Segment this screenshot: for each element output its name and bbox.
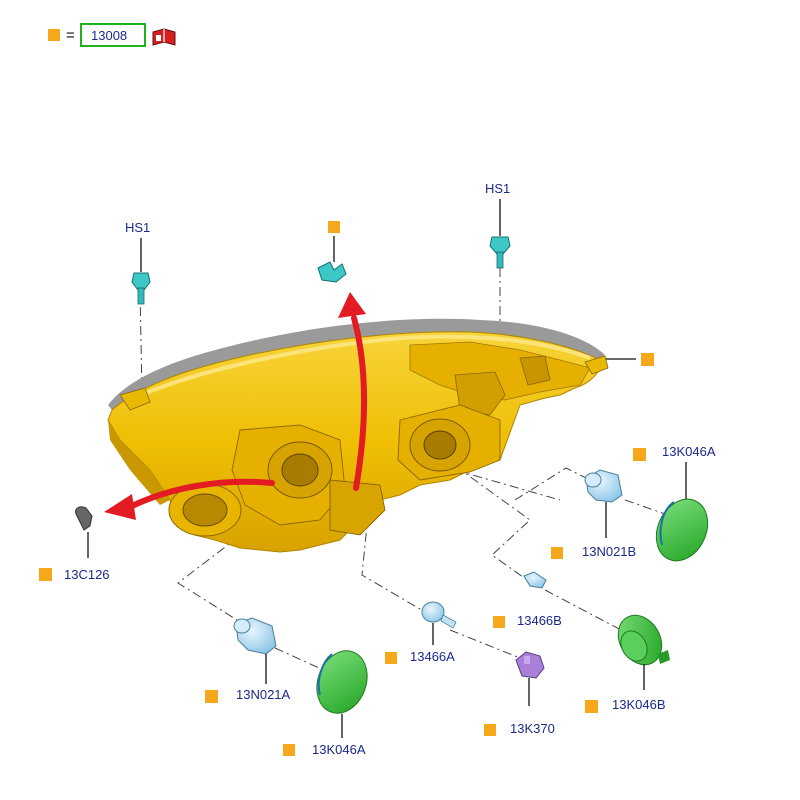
dust-cover-13k046a-bottom-label: 13K046A [312, 742, 366, 757]
hs1-screw-right[interactable]: HS1 [485, 181, 511, 269]
dust-cover-13k046b-label: 13K046B [612, 697, 666, 712]
part-number-text: 13008 [91, 28, 127, 43]
marker-icon [385, 652, 397, 664]
arrow-left-icon [129, 478, 275, 509]
marker-icon [493, 616, 505, 628]
marker-icon [641, 353, 654, 366]
bulb-13466b-label: 13466B [517, 613, 562, 628]
bulb-13k370-label: 13K370 [510, 721, 555, 736]
legend-equals: = [66, 27, 75, 44]
dust-cover-13k046a-top[interactable]: 13K046A [633, 444, 717, 569]
marker-icon [551, 547, 563, 559]
bulb-13466b[interactable]: 13466B [493, 571, 562, 628]
arrow-up-icon [351, 315, 367, 491]
marker-icon [328, 221, 340, 233]
bulb-holder-13n021a-label: 13N021A [236, 687, 291, 702]
bulb-13466a-label: 13466A [410, 649, 455, 664]
hs1-left-label: HS1 [125, 220, 150, 235]
marker-icon [633, 448, 646, 461]
marker-icon [585, 700, 598, 713]
repair-manual-icon[interactable] [152, 28, 176, 46]
bulb-13466a[interactable]: 13466A [385, 601, 457, 664]
marker-icon [205, 690, 218, 703]
bulb-holder-13n021a[interactable]: 13N021A [205, 617, 291, 703]
marker-icon [484, 724, 496, 736]
bulb-holder-13n021b-label: 13N021B [582, 544, 636, 559]
headlamp-housing[interactable] [107, 318, 609, 553]
marker-icon [283, 744, 295, 756]
top-clip[interactable] [317, 221, 347, 283]
marker-icon [39, 568, 52, 581]
bulb-13k370[interactable]: 13K370 [484, 651, 555, 736]
dust-cover-13k046b[interactable]: 13K046B [585, 607, 670, 713]
removal-arrows [104, 292, 367, 520]
dust-cover-13k046a-top-label: 13K046A [662, 444, 716, 459]
dust-cover-13k046a-bottom[interactable]: 13K046A [283, 644, 375, 757]
right-mount-callout [606, 353, 654, 366]
clip-13c126-label: 13C126 [64, 567, 110, 582]
hs1-right-label: HS1 [485, 181, 510, 196]
clip-13c126[interactable]: 13C126 [39, 506, 110, 582]
legend: = 13008 [48, 23, 176, 47]
legend-marker-icon [48, 29, 60, 41]
part-number-link[interactable]: 13008 [80, 23, 146, 47]
bulb-holder-13n021b[interactable]: 13N021B [551, 469, 636, 559]
hs1-screw-left[interactable]: HS1 [125, 220, 151, 305]
